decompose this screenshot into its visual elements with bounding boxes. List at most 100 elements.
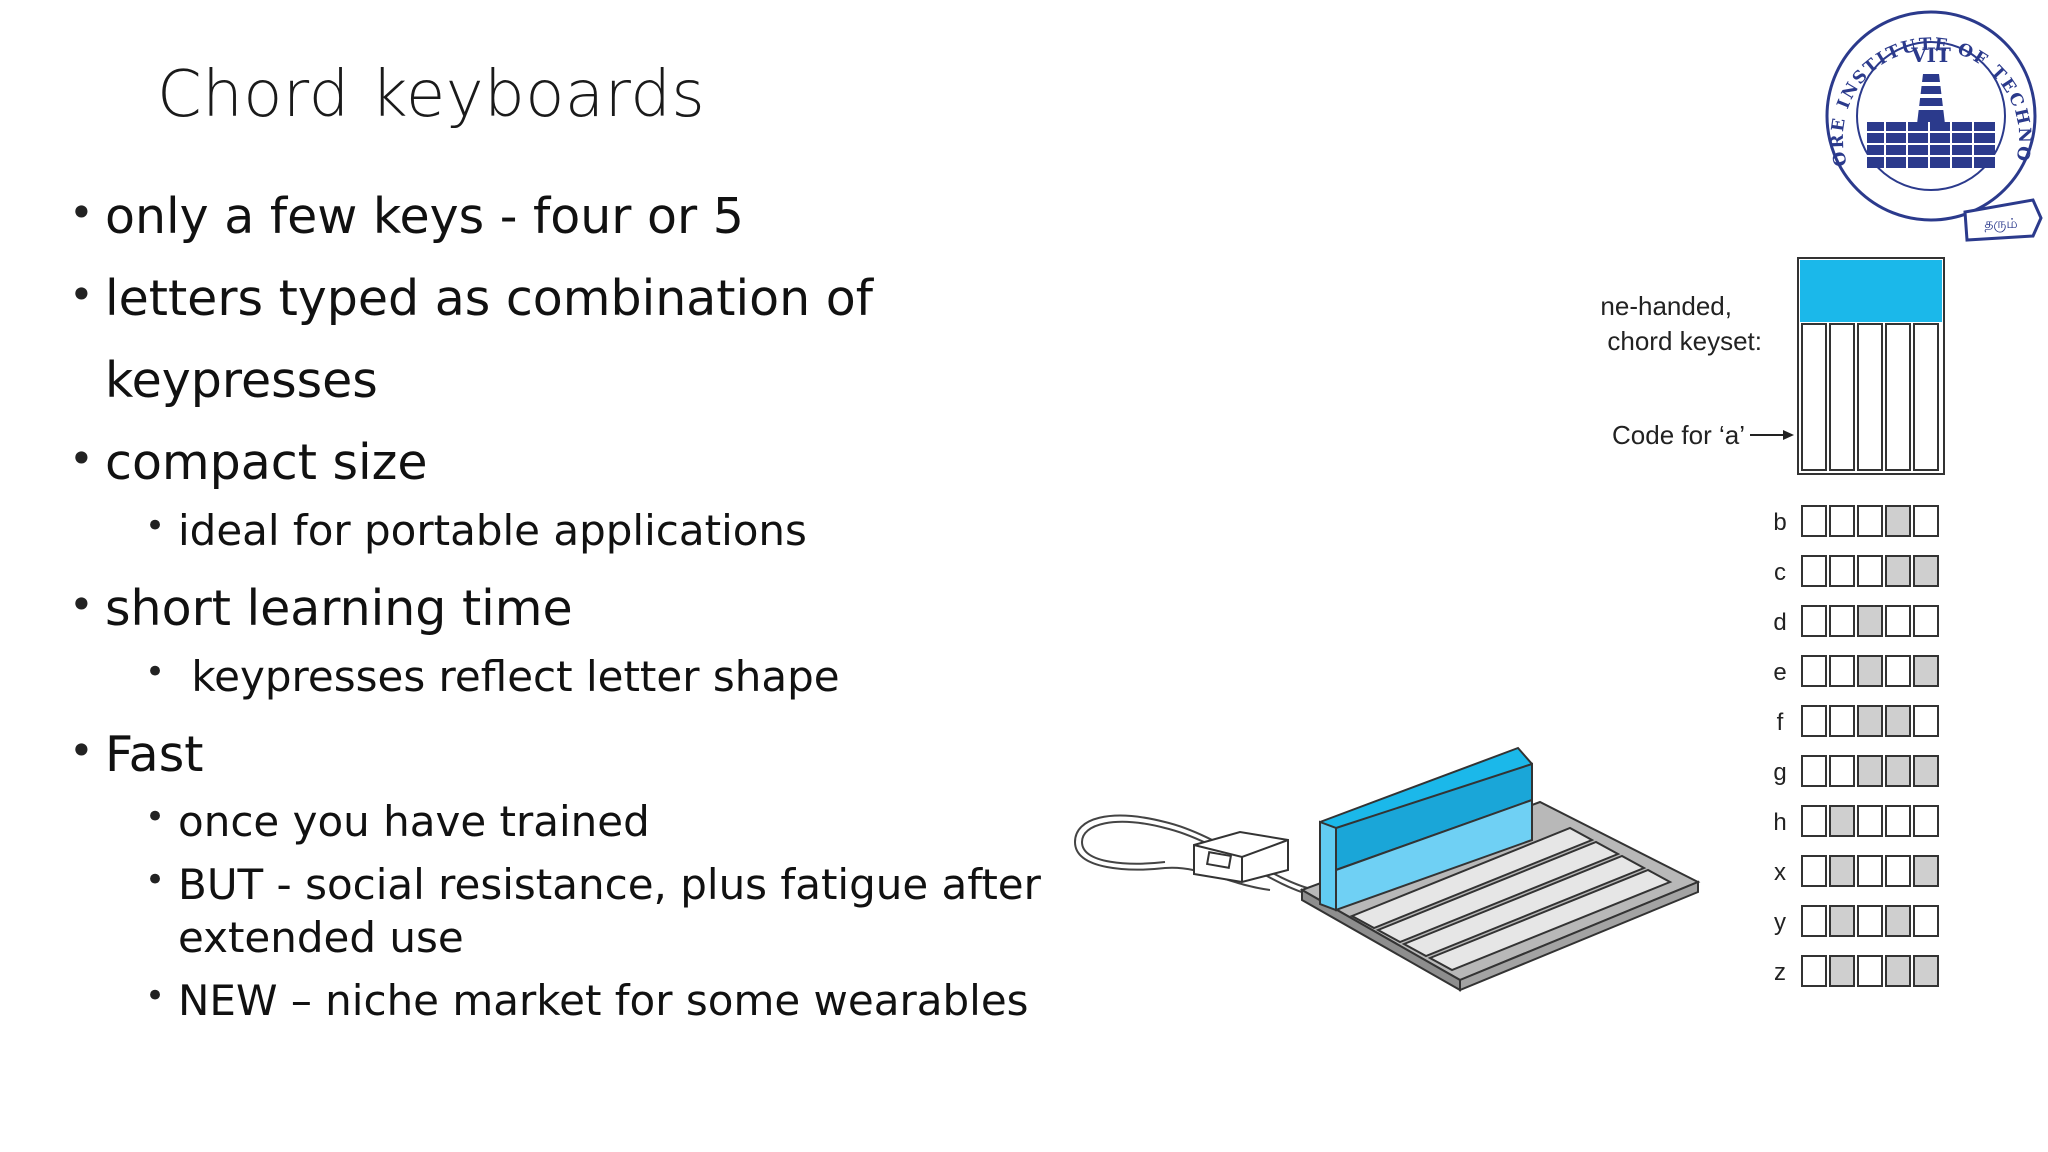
- code-cell: [1913, 755, 1939, 787]
- keyset-label-line1: One-handed,: [1600, 291, 1732, 321]
- code-cell: [1885, 955, 1911, 987]
- device-key: [1427, 868, 1673, 972]
- code-cell: [1857, 805, 1883, 837]
- sub-bullet-item: • keypresses reflect letter shape: [145, 652, 840, 701]
- code-row-letter: b: [1773, 509, 1786, 536]
- code-cell: [1829, 505, 1855, 537]
- slide-title: Chord keyboards: [157, 58, 706, 132]
- code-cell: [1801, 955, 1827, 987]
- code-cell: [1857, 505, 1883, 537]
- keyset-key: [1829, 323, 1855, 471]
- sub-bullet-item: • ideal for portable applications: [145, 506, 807, 555]
- code-cell: [1801, 505, 1827, 537]
- bullet-text: Fast: [105, 726, 204, 783]
- code-cell: [1829, 905, 1855, 937]
- bullet-dot: •: [69, 434, 94, 483]
- bullet-text: NEW – niche market for some wearables: [178, 976, 1029, 1025]
- code-cell: [1885, 705, 1911, 737]
- code-row-letter: x: [1774, 859, 1786, 886]
- bullet-dot: •: [145, 652, 166, 692]
- bullet-item: • Fast: [69, 726, 204, 783]
- keyset-blue-bar: [1800, 260, 1942, 322]
- code-cell: [1885, 555, 1911, 587]
- code-cell: [1801, 805, 1827, 837]
- keyset-key: [1885, 323, 1911, 471]
- bullet-item: • compact size: [69, 434, 428, 491]
- code-cell: [1857, 905, 1883, 937]
- bullet-dot: •: [69, 726, 94, 775]
- code-row-letter: h: [1773, 809, 1786, 836]
- sub-bullet-continuation: extended use: [178, 913, 464, 962]
- sub-bullet-item: • once you have trained: [145, 797, 650, 846]
- bullet-text: compact size: [105, 434, 428, 491]
- code-cell: [1829, 755, 1855, 787]
- code-cell: [1857, 755, 1883, 787]
- code-row-letter: z: [1774, 959, 1786, 986]
- code-cell: [1885, 905, 1911, 937]
- logo-center-text: VIT: [1910, 43, 1951, 67]
- keyset-key: [1913, 323, 1939, 471]
- bullet-dot: •: [69, 188, 94, 237]
- bullet-item: • letters typed as combination of: [69, 270, 873, 327]
- code-cell: [1913, 505, 1939, 537]
- code-cell: [1829, 955, 1855, 987]
- code-cell: [1913, 805, 1939, 837]
- bullet-item: • only a few keys - four or 5: [69, 188, 744, 245]
- bullet-text: letters typed as combination of: [105, 270, 873, 327]
- bullet-dot: •: [145, 506, 166, 546]
- bullet-text: keypresses: [105, 352, 378, 409]
- keyset-key: [1857, 323, 1883, 471]
- sub-bullet-item: • NEW – niche market for some wearables: [145, 976, 1029, 1025]
- bullet-text: once you have trained: [178, 797, 650, 846]
- code-cell: [1829, 655, 1855, 687]
- bullet-text: short learning time: [105, 580, 573, 637]
- chord-keyboard-illustration: [1073, 746, 1701, 992]
- code-cell: [1913, 955, 1939, 987]
- device-key: [1349, 826, 1595, 930]
- code-row-letter: c: [1774, 559, 1786, 586]
- code-cell: [1829, 805, 1855, 837]
- keyset-label-line2: chord keyset:: [1607, 326, 1762, 356]
- device-keys: [1349, 826, 1673, 972]
- code-cell: [1913, 555, 1939, 587]
- code-cell: [1885, 655, 1911, 687]
- code-cell: [1913, 605, 1939, 637]
- code-cell: [1829, 855, 1855, 887]
- code-cell: [1801, 905, 1827, 937]
- code-cell: [1885, 505, 1911, 537]
- logo-ribbon-text: தரும்: [1984, 216, 2017, 232]
- code-cell: [1857, 955, 1883, 987]
- code-cell: [1885, 605, 1911, 637]
- code-cell: [1801, 705, 1827, 737]
- code-cell: [1801, 755, 1827, 787]
- code-cell: [1885, 755, 1911, 787]
- bullet-text: only a few keys - four or 5: [105, 188, 744, 245]
- code-cell: [1829, 605, 1855, 637]
- code-cell: [1885, 805, 1911, 837]
- code-row-letter: f: [1777, 709, 1784, 736]
- code-cell: [1857, 655, 1883, 687]
- code-cell: [1913, 905, 1939, 937]
- bullet-dot: •: [145, 797, 166, 837]
- arrow-icon: [1783, 430, 1794, 440]
- code-cell: [1913, 855, 1939, 887]
- code-cell: [1913, 705, 1939, 737]
- keyset-key: [1801, 323, 1827, 471]
- code-cell: [1829, 555, 1855, 587]
- bullet-continuation: keypresses: [105, 352, 378, 409]
- code-cell: [1857, 705, 1883, 737]
- code-cell: [1857, 605, 1883, 637]
- code-cell: [1801, 655, 1827, 687]
- bullet-dot: •: [145, 860, 166, 900]
- code-cell: [1913, 655, 1939, 687]
- device-key: [1375, 840, 1621, 944]
- code-cell: [1885, 855, 1911, 887]
- bullet-item: • short learning time: [69, 580, 573, 637]
- chord-code-diagram: One-handed, chord keyset: Code for ‘a’ b…: [1600, 257, 1945, 987]
- code-cell: [1829, 705, 1855, 737]
- code-row-letter: g: [1773, 759, 1786, 786]
- code-cell: [1801, 605, 1827, 637]
- code-cell: [1801, 855, 1827, 887]
- bullet-dot: •: [145, 976, 166, 1016]
